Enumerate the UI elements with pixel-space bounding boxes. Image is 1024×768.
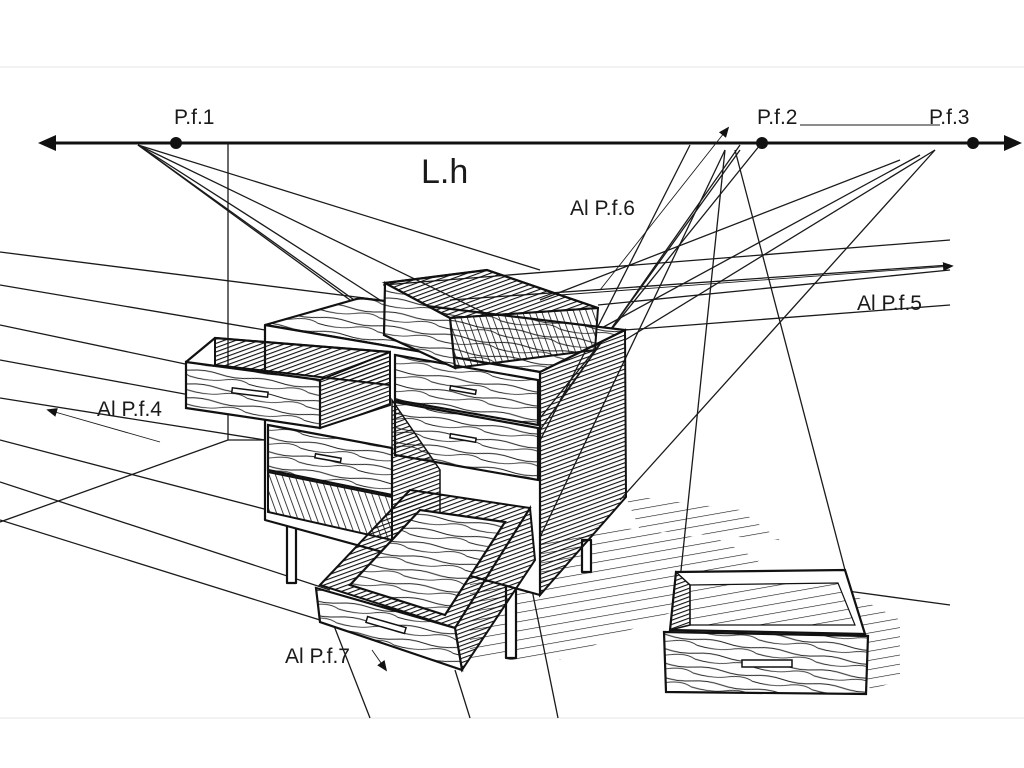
drawer-handle	[313, 452, 343, 464]
arrow-pf6-icon	[599, 126, 730, 291]
arrow-pf5-icon	[559, 262, 954, 296]
vanishing-point-3-marker	[967, 137, 979, 149]
horizon-line-label: L.h	[421, 153, 468, 191]
arrow-pf4-icon	[46, 408, 161, 443]
vanishing-point-3-label: P.f.3	[929, 106, 969, 129]
arrow-pf7-icon	[371, 649, 388, 672]
horizon-arrow-left-icon	[38, 135, 56, 151]
drawer-side	[382, 281, 457, 370]
drawer-open-left	[184, 336, 391, 430]
annotation-pf4-label: Al P.f.4	[97, 398, 162, 421]
drawer-inner-floor	[689, 582, 856, 626]
horizon-arrow-right-icon	[1004, 135, 1022, 151]
vanishing-point-1-label: P.f.1	[174, 106, 214, 129]
annotation-pf5-label: Al P.f.5	[857, 292, 922, 315]
drawer-open-bottom	[314, 488, 537, 673]
drawer-handle	[365, 615, 407, 635]
drawer-on-floor	[662, 568, 870, 696]
drawer-handle	[448, 432, 478, 444]
vanishing-point-2-label: P.f.2	[757, 106, 797, 129]
drawer-handle	[230, 386, 269, 399]
annotation-pf7-label: Al P.f.7	[285, 645, 350, 668]
drawer-handle	[741, 659, 793, 668]
vanishing-point-1-marker	[170, 137, 182, 149]
drawer-handle	[448, 384, 478, 396]
cabinet-leg	[285, 523, 298, 585]
rear-shadow	[625, 495, 780, 540]
horizon-line	[38, 135, 1022, 151]
annotation-pf6-label: Al P.f.6	[570, 197, 635, 220]
drawer-interior-floor	[348, 508, 507, 617]
drawer-on-top	[381, 268, 600, 370]
